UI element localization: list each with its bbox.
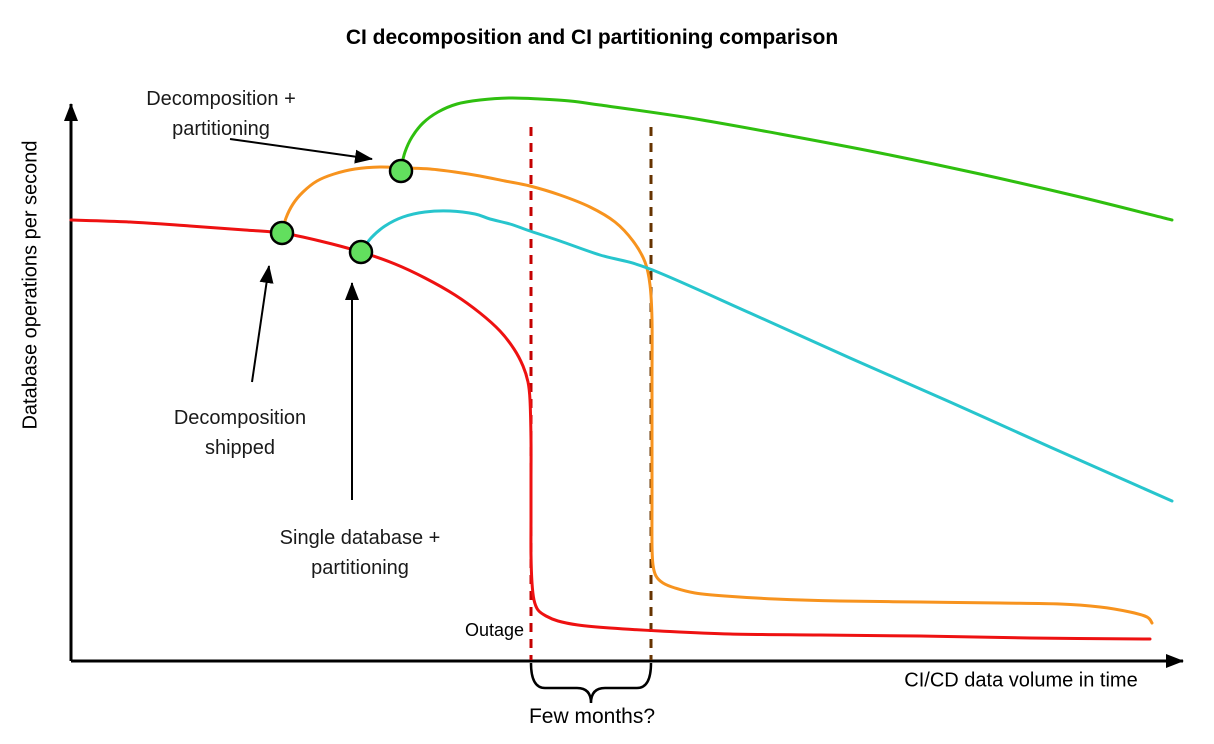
annotation-decomposition-partitioning: Decomposition + partitioning (146, 88, 296, 140)
annotation-arrow (229, 138, 373, 164)
few-months-brace (529, 662, 653, 704)
annotation-single-database-partitioning: Single database + partitioning (279, 527, 441, 579)
y-axis-label: Database operations per second (19, 140, 42, 430)
curve-decomposition-partitioning (399, 96, 1174, 222)
x-axis-label: CI/CD data volume in time (904, 669, 1138, 692)
curve-single-database (69, 218, 1152, 641)
annotation-arrow (251, 265, 274, 383)
curve-decomposition-shipped (280, 165, 1154, 625)
annotation-decomposition-shipped: Decomposition shipped (173, 407, 307, 459)
curve-single-database-partitioning (359, 209, 1174, 503)
milestone-dot (269, 220, 295, 246)
annotation-outage: Outage (464, 620, 524, 640)
milestone-dot (388, 158, 414, 184)
chart-title: CI decomposition and CI partitioning com… (345, 26, 839, 49)
annotation-few-months: Few months? (528, 705, 656, 728)
milestone-dot (348, 239, 374, 265)
